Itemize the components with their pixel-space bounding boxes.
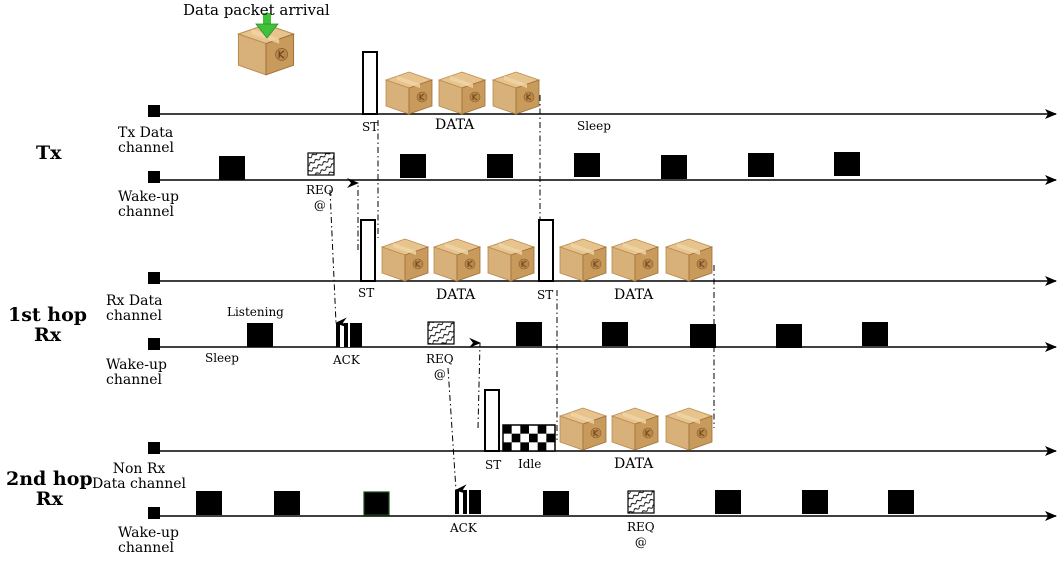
hop1-req-to-hop2-ack-arrow	[447, 367, 468, 495]
tx-req-box	[307, 152, 335, 176]
tx-data-label: DATA	[435, 117, 475, 133]
hop1-ack-box	[336, 323, 362, 347]
hop2-ack-label: ACK	[450, 521, 477, 535]
hop1-st-box-2	[538, 219, 554, 282]
tx-data-packet-1	[385, 71, 433, 115]
hop1-wakeup-beacon-2	[516, 322, 542, 346]
hop1-data-channel-start-marker	[148, 272, 160, 284]
hop1-data-packet-4	[559, 238, 607, 282]
hop2-data-channel-start-marker	[148, 442, 160, 454]
hop1-st-label-1: ST	[358, 286, 375, 300]
tx-sleep-label: Sleep	[577, 119, 611, 133]
hop2-data-channel-label: Non Rx Data channel	[92, 461, 186, 492]
hop2-wakeup-beacon-2	[274, 491, 300, 515]
hop2-wakeup-beacon-5	[802, 490, 828, 514]
hop2-wakeup-beacon-6	[888, 490, 914, 514]
node-label-1st-hop: 1st hop Rx	[8, 304, 88, 346]
hop2-idle-label: Idle	[518, 457, 542, 471]
hop2-ack-to-hop1-arrow	[468, 337, 481, 429]
tx-data-channel-start-marker	[148, 105, 160, 117]
tx-st-label: ST	[362, 120, 379, 134]
tx-wakeup-channel-label: Wake-up channel	[118, 189, 179, 220]
diagram-title: Data packet arrival	[183, 1, 330, 19]
hop1-data-channel-label: Rx Data channel	[106, 293, 163, 324]
hop2-wakeup-beacon-green	[363, 491, 390, 516]
tx-wakeup-beacon-2	[400, 154, 426, 178]
hop1-data-packet-3	[487, 238, 535, 282]
hop1-wakeup-beacon-5	[776, 324, 802, 348]
node-label-2nd-hop: 2nd hop Rx	[6, 468, 93, 510]
hop1-req-label: REQ @	[426, 352, 454, 381]
tx-wakeup-beacon-6	[748, 153, 774, 177]
hop2-ack-box	[455, 490, 481, 514]
hop1-st-box-1	[360, 219, 376, 282]
hop2-wakeup-channel-start-marker	[148, 507, 160, 519]
hop1-data-label-2: DATA	[614, 287, 654, 303]
hop1-wakeup-channel-label: Wake-up channel	[106, 357, 167, 388]
hop2-st-label: ST	[485, 458, 502, 472]
hop2-data-label: DATA	[614, 456, 654, 472]
hop1-data-packet-2	[433, 238, 481, 282]
tx-wakeup-beacon-4	[574, 153, 600, 177]
tx-wakeup-beacon-1	[219, 156, 245, 180]
hop1-data-label-1: DATA	[436, 287, 476, 303]
green-down-arrow-icon	[255, 13, 279, 39]
node-label-tx: Tx	[36, 142, 62, 164]
hop1-data-packet-6	[665, 238, 713, 282]
tx-wakeup-beacon-7	[834, 152, 860, 176]
hop2-st-box	[484, 389, 500, 452]
tx-wakeup-channel-start-marker	[148, 171, 160, 183]
hop1-wakeup-beacon-3	[602, 322, 628, 346]
tx-wakeup-beacon-3	[487, 154, 513, 178]
hop2-wakeup-channel-label: Wake-up channel	[118, 525, 179, 556]
hop1-wakeup-beacon-1	[247, 323, 273, 347]
hop2-data-packet-3	[665, 407, 713, 451]
tx-data-packet-3	[492, 71, 540, 115]
hop2-idle-box	[502, 424, 556, 452]
hop2-req-box	[627, 490, 655, 514]
hop1-st-label-2: ST	[537, 288, 554, 302]
hop2-wakeup-beacon-4	[715, 490, 741, 514]
hop1-wakeup-beacon-6	[862, 322, 888, 346]
tx-wakeup-beacon-5	[661, 155, 687, 179]
hop1-ack-label: ACK	[333, 353, 360, 367]
hop1-data-packet-1	[381, 238, 429, 282]
hop1-data-packet-5	[611, 238, 659, 282]
hop1-req-box	[427, 321, 455, 345]
hop1-wakeup-beacon-4	[690, 324, 716, 348]
hop1-sleep-label: Sleep	[205, 351, 239, 365]
hop1-wakeup-channel-start-marker	[148, 338, 160, 350]
tx-req-to-hop1-ack-arrow	[329, 189, 348, 328]
hop2-data-packet-1	[559, 407, 607, 451]
tx-data-channel-label: Tx Data channel	[118, 125, 174, 156]
hop2-wakeup-beacon-3	[543, 491, 569, 515]
hop2-req-label: REQ @	[627, 520, 655, 549]
tx-st-box	[362, 51, 378, 115]
hop1-listening-label: Listening	[227, 305, 284, 319]
tx-data-packet-2	[438, 71, 486, 115]
hop2-data-packet-2	[611, 407, 659, 451]
tx-req-label: REQ @	[306, 183, 334, 212]
hop2-wakeup-beacon-1	[196, 491, 222, 515]
